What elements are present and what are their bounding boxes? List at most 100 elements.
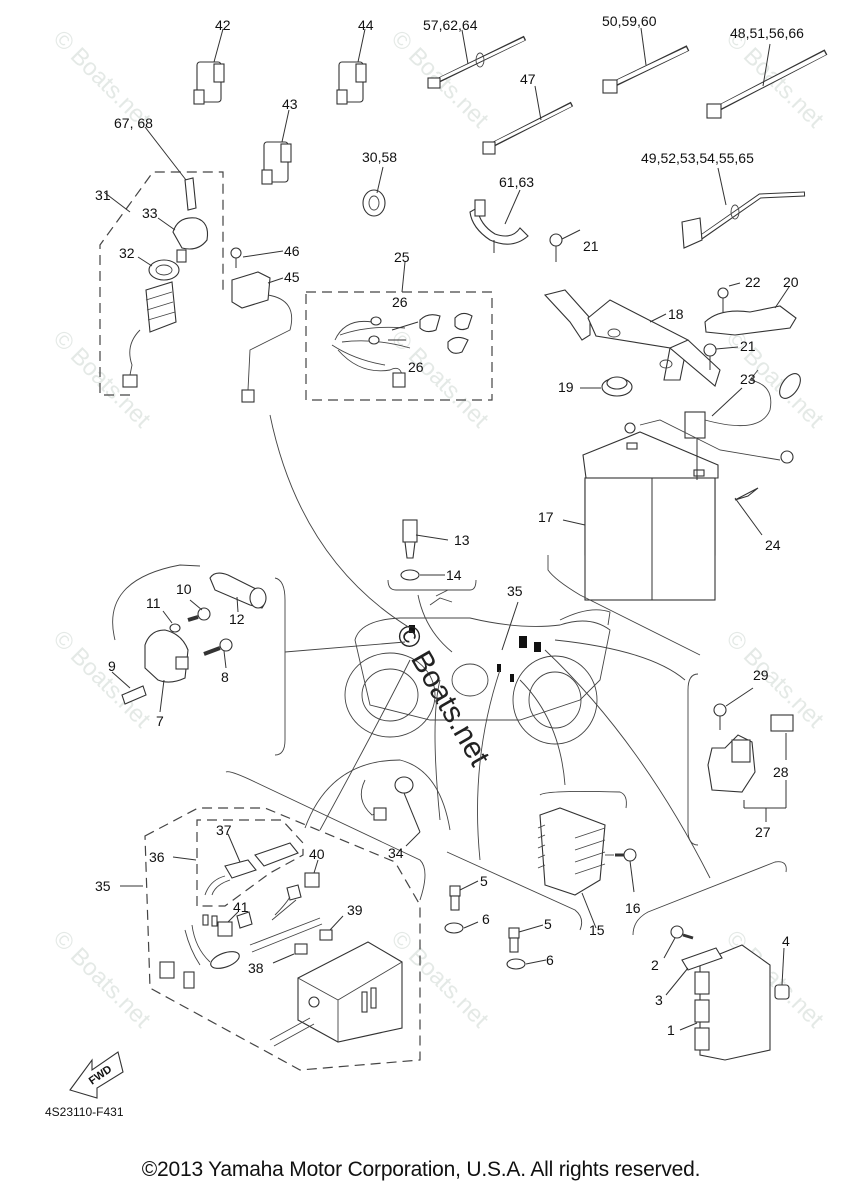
screw-46[interactable] <box>230 247 284 268</box>
nut-32[interactable] <box>137 256 180 281</box>
callout-48-51-56-66[interactable]: 48,51,56,66 <box>730 25 804 41</box>
collar-9[interactable] <box>111 671 147 705</box>
callout-17[interactable]: 17 <box>538 509 554 525</box>
clamp-61-63[interactable] <box>469 189 529 253</box>
callout-10[interactable]: 10 <box>176 581 192 597</box>
callout-67-68[interactable]: 67, 68 <box>114 115 153 131</box>
callout-50-59-60[interactable]: 50,59,60 <box>602 13 657 29</box>
thermo-unit-13[interactable] <box>402 519 449 559</box>
bolt-5-a[interactable] <box>449 880 479 911</box>
callout-26-top[interactable]: 26 <box>392 294 408 310</box>
bolt-29[interactable] <box>713 687 754 730</box>
fuse-39[interactable] <box>319 915 344 941</box>
callout-46[interactable]: 46 <box>284 243 300 259</box>
callout-4[interactable]: 4 <box>782 933 790 949</box>
screw-16[interactable] <box>605 848 637 893</box>
callout-20[interactable]: 20 <box>783 274 799 290</box>
callout-41[interactable]: 41 <box>233 899 249 915</box>
bolt-21-top[interactable] <box>549 229 581 262</box>
cable-tie-57-62-64[interactable] <box>427 29 527 89</box>
cable-tie-50-59-60[interactable] <box>602 27 690 94</box>
cable-tie-47[interactable] <box>482 85 574 155</box>
bolt-5-b[interactable] <box>508 924 544 953</box>
clamp-30-58[interactable] <box>362 166 386 217</box>
callout-45[interactable]: 45 <box>284 269 300 285</box>
bolt-10[interactable] <box>187 599 211 622</box>
callout-39[interactable]: 39 <box>347 902 363 918</box>
callout-22[interactable]: 22 <box>745 274 761 290</box>
bracket-3[interactable] <box>665 947 723 996</box>
coupler-42[interactable] <box>193 28 225 105</box>
callout-9[interactable]: 9 <box>108 658 116 674</box>
washer-6-a[interactable] <box>444 921 479 934</box>
callout-12[interactable]: 12 <box>229 611 245 627</box>
battery-cable-23[interactable] <box>684 369 805 480</box>
callout-27[interactable]: 27 <box>755 824 771 840</box>
bolt-8[interactable] <box>203 638 233 669</box>
callout-37[interactable]: 37 <box>216 822 232 838</box>
callout-36[interactable]: 36 <box>149 849 165 865</box>
washer-11[interactable] <box>162 610 181 633</box>
screw-22[interactable] <box>717 282 741 312</box>
callout-19[interactable]: 19 <box>558 379 574 395</box>
callout-43[interactable]: 43 <box>282 96 298 112</box>
callout-6-a[interactable]: 6 <box>482 911 490 927</box>
callout-35-group[interactable]: 35 <box>95 878 111 894</box>
callout-5-b[interactable]: 5 <box>544 916 552 932</box>
callout-44[interactable]: 44 <box>358 17 374 33</box>
rectifier-regulator-15[interactable] <box>537 807 606 929</box>
callout-6-b[interactable]: 6 <box>546 952 554 968</box>
callout-7[interactable]: 7 <box>156 713 164 729</box>
coupler-44[interactable] <box>336 28 367 105</box>
bracket-18[interactable] <box>543 289 721 387</box>
callout-2[interactable]: 2 <box>651 957 659 973</box>
bolt-21-bottom[interactable] <box>703 343 739 370</box>
callout-15[interactable]: 15 <box>589 922 605 938</box>
callout-8[interactable]: 8 <box>221 669 229 685</box>
callout-33[interactable]: 33 <box>142 205 158 221</box>
callout-40[interactable]: 40 <box>309 846 325 862</box>
callout-21-bottom[interactable]: 21 <box>740 338 756 354</box>
washer-6-b[interactable] <box>506 958 547 970</box>
key-cylinder-33[interactable] <box>157 217 209 263</box>
callout-28[interactable]: 28 <box>773 764 789 780</box>
relay-40[interactable] <box>271 859 320 921</box>
callout-16[interactable]: 16 <box>625 900 641 916</box>
callout-31[interactable]: 31 <box>95 187 111 203</box>
callout-23[interactable]: 23 <box>740 371 756 387</box>
key-67-68[interactable] <box>144 126 197 211</box>
callout-26-bottom[interactable]: 26 <box>408 359 424 375</box>
ignition-coil-7[interactable] <box>144 629 189 713</box>
callout-25[interactable]: 25 <box>394 249 410 265</box>
main-switch-assembly-31[interactable] <box>99 126 224 396</box>
callout-30-58[interactable]: 30,58 <box>362 149 397 165</box>
cable-tie-49-52-53-54-55-65[interactable] <box>681 167 806 249</box>
callout-11[interactable]: 11 <box>146 595 161 611</box>
callout-32[interactable]: 32 <box>119 245 135 261</box>
callout-49-52-53-54-55-65[interactable]: 49,52,53,54,55,65 <box>641 150 754 166</box>
damper-19[interactable] <box>580 376 633 397</box>
spark-plug-cap-12[interactable] <box>209 572 267 613</box>
callout-21-top[interactable]: 21 <box>583 238 599 254</box>
callout-57-62-64[interactable]: 57,62,64 <box>423 17 478 33</box>
callout-47[interactable]: 47 <box>520 71 536 87</box>
fuse-28[interactable] <box>770 714 794 760</box>
screw-2[interactable] <box>663 925 694 959</box>
cable-tie-48-51-56-66[interactable] <box>706 43 828 119</box>
fuse-box-cover-37[interactable] <box>204 833 299 896</box>
coupler-43[interactable] <box>261 109 292 185</box>
callout-29[interactable]: 29 <box>753 667 769 683</box>
cover-20[interactable] <box>704 286 797 336</box>
neutral-switch-34[interactable] <box>304 759 451 847</box>
ecu-1[interactable] <box>679 944 771 1061</box>
sub-wire-harness-25[interactable] <box>305 261 493 401</box>
grommet-4[interactable] <box>774 947 790 1000</box>
battery-17[interactable] <box>562 431 719 601</box>
callout-1[interactable]: 1 <box>667 1022 675 1038</box>
relay-41[interactable] <box>217 911 253 937</box>
callout-61-63[interactable]: 61,63 <box>499 174 534 190</box>
callout-14[interactable]: 14 <box>446 567 462 583</box>
callout-13[interactable]: 13 <box>454 532 470 548</box>
starter-relay-27[interactable] <box>707 734 787 822</box>
battery-cable-24[interactable] <box>624 419 794 536</box>
